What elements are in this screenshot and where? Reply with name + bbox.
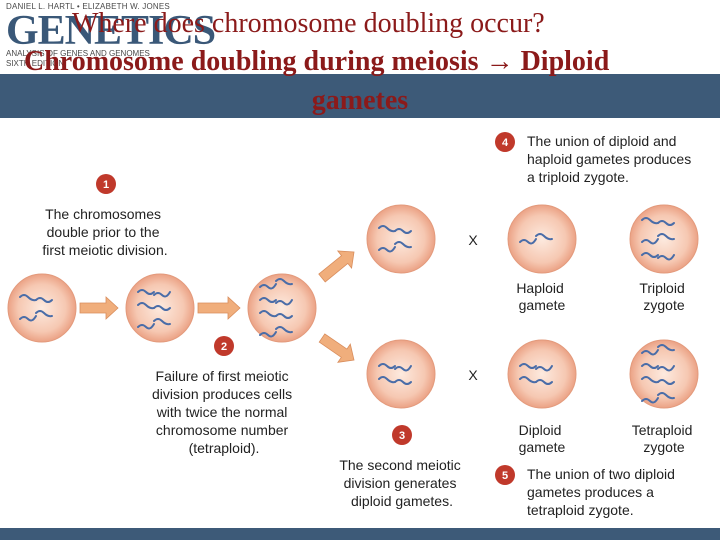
cell-diploid-gamete [507,339,577,409]
triploid-zygote-label: Triploid zygote [639,280,688,313]
chromosome [19,294,37,302]
chromosome [535,379,553,385]
chromosome [657,392,675,400]
chromosome [641,252,659,258]
chromosome [394,228,412,234]
chromosome [378,363,396,369]
cross-symbol-top: X [468,232,478,248]
book-edition: SIXTH EDITION [6,59,65,68]
chromosome [275,299,293,306]
chromosome [657,254,675,261]
book-authors: DANIEL L. HARTL • ELIZABETH W. JONES [6,2,170,11]
chromosome [275,278,293,286]
tetraploid-zygote-label: Tetraploid zygote [632,422,697,455]
chromosome [275,326,293,334]
chromosome [137,323,155,330]
chromosome [153,318,171,326]
cell-tetraploid-zygote [629,339,699,409]
cell-triploid-zygote [629,204,699,274]
arrow-1 [79,296,119,320]
step-3-text: The second meiotic division generates di… [339,457,464,509]
step-badge-3: 3 [392,425,412,445]
chromosome [641,376,659,384]
chromosome [259,310,277,318]
chromosome [394,379,412,385]
chromosome [137,289,155,295]
chromosome [641,238,659,245]
chromosome [35,310,53,318]
cell-tetraploid [247,273,317,343]
haploid-gamete-label: Haploid gamete [516,280,567,313]
cell-haploid-gamete [507,204,577,274]
chromosome [275,313,293,319]
chromosome [35,297,53,303]
chromosome [657,233,675,241]
chromosome [153,291,171,298]
chromosome [641,363,659,369]
chromosome [153,305,171,311]
step-badge-4: 4 [495,132,515,152]
header-band [0,74,720,118]
meiosis-diagram: 1 2 3 4 5 The chromosomes double prior t… [7,132,699,518]
arrow-3-down [318,333,355,363]
cell-gamete-bottom [366,339,436,409]
chromosome [19,315,37,322]
chromosome [657,344,675,352]
chromosome [641,397,659,404]
chromosome [394,241,412,249]
chromosome [259,283,277,290]
book-logo: DANIEL L. HARTL • ELIZABETH W. JONES GEN… [6,2,216,68]
step-1-text: The chromosomes double prior to the firs… [42,206,167,258]
svg-text:2: 2 [221,341,227,353]
chromosome [535,365,553,372]
slide-header: DANIEL L. HARTL • ELIZABETH W. JONES GEN… [0,0,720,118]
arrow-2 [197,296,241,320]
chromosome [394,365,412,372]
chromosome [519,376,537,384]
slide-question: Where does chromosome doubling occur? [72,8,545,39]
diploid-gamete-label: Diploid gamete [519,422,566,455]
cell-doubled [125,273,195,343]
chromosome [519,238,537,245]
step-4-text: The union of diploid and haploid gametes… [527,133,695,185]
slide-answer-line1: Chromosome doubling during meiosis → Dip… [24,46,610,77]
chromosome [378,246,396,253]
chromosome [641,217,659,225]
cross-symbol-bottom: X [468,367,478,383]
svg-text:4: 4 [502,137,509,149]
cell-gamete-top [366,204,436,274]
cell-start [7,273,77,343]
chromosome [259,297,277,303]
chromosome [535,233,553,241]
svg-text:1: 1 [103,179,109,191]
chromosome [641,349,659,356]
book-subtitle: ANALYSIS OF GENES AND GENOMES [6,49,150,58]
chromosome [378,376,396,384]
chromosome [259,331,277,338]
chromosome [137,302,155,310]
step-badge-2: 2 [214,336,234,356]
step-5-text: The union of two diploid gametes produce… [527,466,679,518]
step-2-text: Failure of first meiotic division produc… [152,368,296,456]
chromosome [519,363,537,369]
slide-answer-line2: gametes [311,85,409,116]
step-badge-1: 1 [96,174,116,194]
book-title: GENETICS [6,8,216,54]
svg-text:5: 5 [502,470,508,482]
chromosome [657,365,675,372]
chromosome [657,220,675,226]
footer-band [0,528,720,540]
chromosome [657,379,675,385]
step-badge-5: 5 [495,465,515,485]
svg-text:3: 3 [399,430,405,442]
arrow-3-up [318,250,355,283]
chromosome [378,225,396,233]
